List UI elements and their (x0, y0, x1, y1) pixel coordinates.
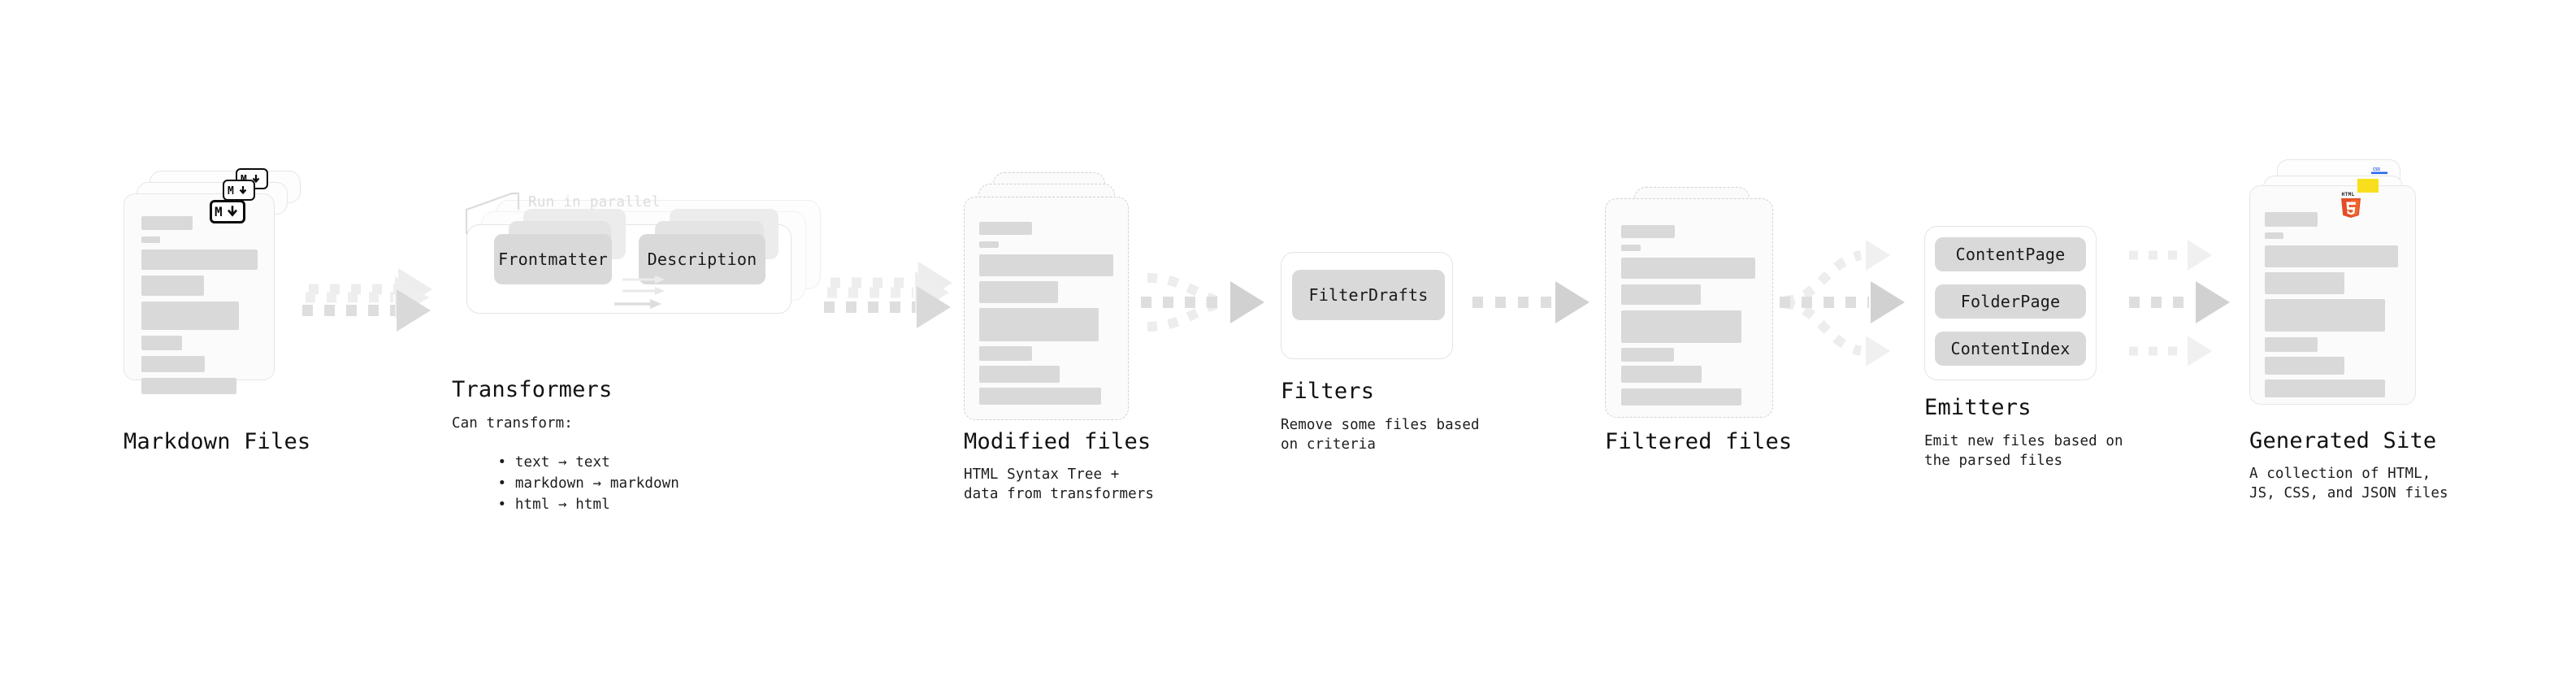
markdown-file-stack: M M M (124, 168, 302, 423)
skeleton-bar (979, 281, 1058, 303)
css3-icon: CSS (2371, 164, 2387, 176)
svg-text:M: M (241, 174, 247, 185)
skeleton-bar (2265, 380, 2385, 397)
generated-site-stack: CSS HTML (2249, 159, 2436, 436)
skeleton-bar (1621, 388, 1741, 406)
skeleton-bar (1621, 284, 1701, 305)
connector-modified-to-filters (1141, 273, 1264, 332)
skeleton-bar (979, 308, 1099, 341)
transformer-chip-description[interactable]: Description (639, 234, 765, 284)
skeleton-bar (979, 241, 999, 248)
run-in-parallel-label: Run in parallel (528, 194, 661, 210)
modified-file-stack (964, 172, 1143, 432)
bullet: • (497, 475, 515, 492)
javascript-icon (2357, 179, 2379, 193)
stage-title-emitters: Emitters (1924, 395, 2032, 420)
emitter-chip-folderpage[interactable]: FolderPage (1935, 284, 2086, 319)
skeleton-bar (141, 275, 204, 296)
skeleton-bar (141, 216, 193, 230)
stage-subtitle-emitters: Emit new files based on the parsed files (1924, 433, 2123, 469)
connector-markdown-to-transformers (302, 268, 432, 332)
skeleton-bar (2265, 337, 2318, 352)
skeleton-bar (2265, 245, 2398, 267)
skeleton-bar (1621, 348, 1674, 362)
skeleton-bar (2265, 272, 2344, 294)
stage-title-markdown-files: Markdown Files (124, 429, 311, 454)
skeleton-bar (979, 388, 1101, 405)
generated-card-front (2249, 185, 2416, 405)
stage-title-filters: Filters (1281, 379, 1375, 404)
transform-rule-item: • html → html (463, 475, 610, 534)
skeleton-bar (1621, 245, 1641, 251)
skeleton-bar (141, 356, 205, 372)
bullet: • (497, 497, 515, 513)
skeleton-bar (2265, 232, 2283, 239)
skeleton-bar (141, 249, 258, 270)
stage-title-modified-files: Modified files (964, 429, 1151, 454)
skeleton-bar (979, 346, 1032, 361)
skeleton-bar (141, 236, 160, 243)
skeleton-bar (141, 301, 239, 330)
skeleton-bar (2265, 299, 2385, 332)
connector-filtered-to-emitters (1780, 240, 1905, 367)
skeleton-bar (141, 336, 182, 350)
transform-rule-text: text → text (514, 454, 610, 471)
emitter-chip-contentpage[interactable]: ContentPage (1935, 237, 2086, 271)
svg-text:HTML: HTML (2342, 192, 2355, 197)
connector-transformers-to-modified (824, 262, 952, 328)
modified-card-front (964, 197, 1129, 420)
svg-text:CSS: CSS (2373, 167, 2380, 172)
skeleton-bar (2265, 212, 2318, 227)
skeleton-bar (979, 222, 1032, 235)
stage-subtitle-modified-files: HTML Syntax Tree + data from transformer… (964, 466, 1154, 502)
stage-subtitle-generated-site: A collection of HTML, JS, CSS, and JSON … (2249, 466, 2448, 501)
svg-text:M: M (228, 185, 234, 197)
stage-generated-site: CSS HTML (2249, 159, 2436, 436)
skeleton-bar (979, 254, 1113, 276)
filtered-file-stack (1605, 187, 1784, 447)
stage-title-transformers: Transformers (452, 377, 613, 402)
stage-subtitle-filters: Remove some files based on criteria (1281, 417, 1480, 453)
transformers-rules-heading: Can transform: (452, 415, 573, 432)
filter-chip-filterdrafts[interactable]: FilterDrafts (1292, 270, 1445, 320)
transform-rule-item: • text → text (463, 433, 610, 492)
markdown-icon: M (223, 180, 255, 201)
skeleton-bar (1621, 225, 1675, 238)
stage-title-generated-site: Generated Site (2249, 428, 2437, 453)
skeleton-bar (1621, 258, 1755, 279)
skeleton-bar (141, 378, 236, 394)
skeleton-bar (1621, 366, 1702, 383)
stage-markdown-files: M M M (124, 168, 302, 423)
filtered-card-front (1605, 198, 1773, 418)
connector-emitters-to-generated (2129, 240, 2230, 367)
svg-text:M: M (215, 205, 223, 219)
html5-icon: HTML (2340, 189, 2362, 219)
emitter-chip-contentindex[interactable]: ContentIndex (1935, 332, 2086, 366)
transformer-chip-frontmatter[interactable]: Frontmatter (494, 234, 612, 284)
skeleton-bar (1621, 310, 1741, 343)
skeleton-bar (2265, 357, 2344, 375)
markdown-icon: M (210, 200, 245, 223)
stage-filtered-files (1605, 187, 1784, 447)
transform-rule-item: • markdown → markdown (463, 454, 679, 513)
stage-title-filtered-files: Filtered files (1605, 429, 1793, 454)
bullet: • (497, 454, 515, 471)
transform-rule-text: html → html (514, 497, 610, 513)
connector-filters-to-filtered (1472, 281, 1589, 323)
stage-modified-files (964, 172, 1143, 432)
skeleton-bar (979, 366, 1060, 383)
markdown-card-front (124, 193, 275, 394)
transform-rule-text: markdown → markdown (514, 475, 679, 492)
